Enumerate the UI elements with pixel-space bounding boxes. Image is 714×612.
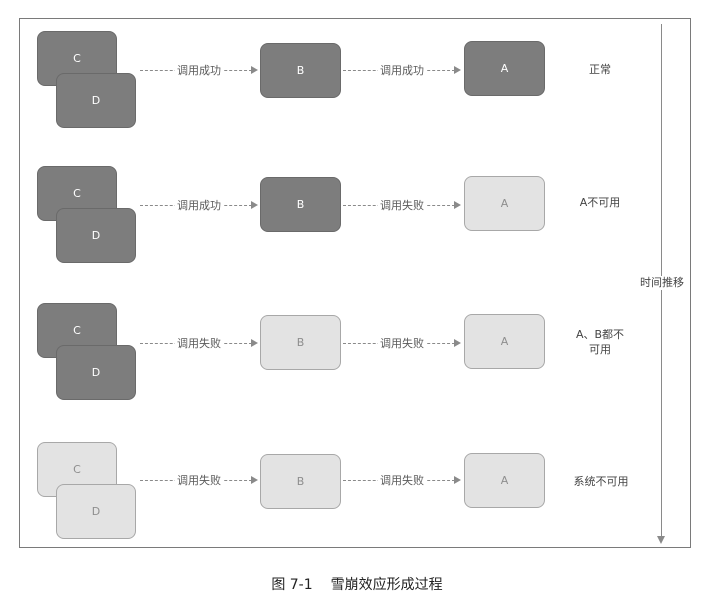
figure-caption: 图 7-1 雪崩效应形成过程 [0, 574, 714, 594]
row-status: 正常 [589, 63, 611, 76]
service-b-label: B [296, 475, 305, 488]
arrow-label: 调用失败 [175, 337, 223, 350]
timeline-arrow-icon [657, 536, 665, 544]
call-arrow-b-to-a: 调用失败 [343, 199, 461, 212]
service-d-label: D [91, 505, 101, 518]
service-c-label: C [73, 463, 81, 476]
service-d-box: D [56, 484, 136, 539]
arrow-head-icon [251, 201, 258, 209]
row-status: A不可用 [579, 196, 621, 209]
row-status-line-1: A、B都不 [575, 328, 625, 341]
arrow-head-icon [454, 201, 461, 209]
call-arrow-b-to-a: 调用成功 [343, 64, 461, 77]
arrow-label: 调用成功 [175, 64, 223, 77]
service-a-box: A [464, 314, 545, 369]
service-d-label: D [91, 94, 101, 107]
service-b-box: B [260, 43, 341, 98]
service-a-label: A [500, 62, 509, 75]
arrow-label: 调用成功 [378, 64, 426, 77]
service-b-box: B [260, 315, 341, 370]
call-arrow-cd-to-b: 调用失败 [140, 474, 258, 487]
arrow-head-icon [251, 339, 258, 347]
call-arrow-cd-to-b: 调用成功 [140, 64, 258, 77]
arrow-label: 调用成功 [175, 199, 223, 212]
arrow-head-icon [454, 339, 461, 347]
figure-number: 图 7-1 [271, 577, 313, 593]
service-a-box: A [464, 41, 545, 96]
arrow-label: 调用失败 [378, 199, 426, 212]
service-c-label: C [73, 187, 81, 200]
service-a-box: A [464, 176, 545, 231]
service-b-label: B [296, 64, 305, 77]
call-arrow-cd-to-b: 调用失败 [140, 337, 258, 350]
call-arrow-b-to-a: 调用失败 [343, 337, 461, 350]
arrow-label: 调用失败 [175, 474, 223, 487]
row-status: A、B都不可用 [570, 327, 630, 357]
row-status: 系统不可用 [573, 475, 629, 488]
arrow-head-icon [251, 476, 258, 484]
service-b-label: B [296, 198, 305, 211]
arrow-label: 调用失败 [378, 474, 426, 487]
arrow-label: 调用失败 [378, 337, 426, 350]
service-a-box: A [464, 453, 545, 508]
service-b-label: B [296, 336, 305, 349]
service-c-label: C [73, 324, 81, 337]
service-b-box: B [260, 177, 341, 232]
call-arrow-cd-to-b: 调用成功 [140, 199, 258, 212]
service-a-label: A [500, 474, 509, 487]
row-status-line-2: 可用 [589, 343, 611, 356]
arrow-head-icon [454, 476, 461, 484]
diagram-frame [19, 18, 691, 548]
service-d-box: D [56, 345, 136, 400]
service-c-label: C [73, 52, 81, 65]
service-a-label: A [500, 197, 509, 210]
service-d-box: D [56, 73, 136, 128]
figure-title: 雪崩效应形成过程 [330, 577, 443, 593]
service-d-box: D [56, 208, 136, 263]
service-d-label: D [91, 229, 101, 242]
service-a-label: A [500, 335, 509, 348]
call-arrow-b-to-a: 调用失败 [343, 474, 461, 487]
service-d-label: D [91, 366, 101, 379]
service-b-box: B [260, 454, 341, 509]
arrow-head-icon [454, 66, 461, 74]
arrow-head-icon [251, 66, 258, 74]
timeline-label: 时间推移 [636, 276, 688, 290]
